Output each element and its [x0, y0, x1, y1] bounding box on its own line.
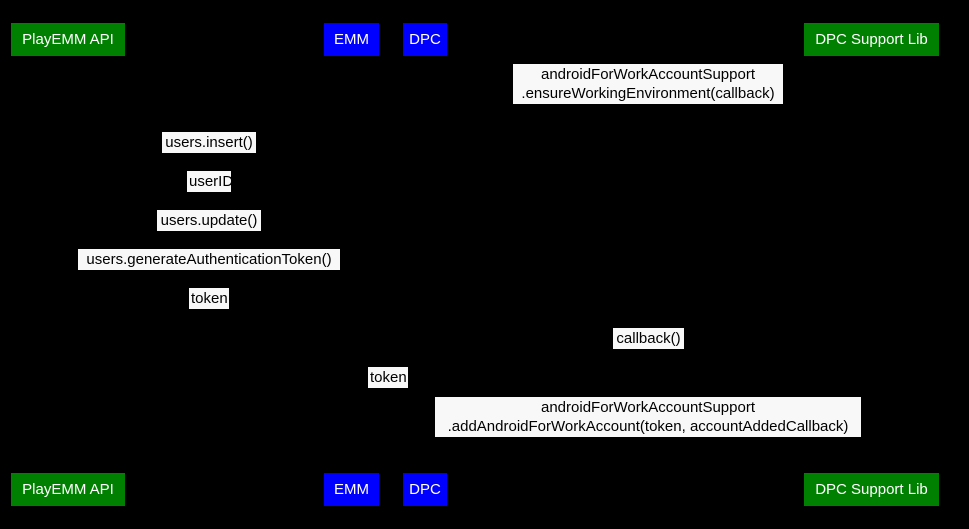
lifeline-playemm-api — [68, 56, 69, 473]
message-label-users-update: users.update() — [157, 210, 261, 231]
message-arrow-user-id — [68, 192, 351, 193]
participant-footer-playemm-api-label: PlayEMM API — [22, 481, 114, 498]
message-label-token-to-emm: token — [189, 288, 229, 309]
lifeline-dpc — [425, 56, 426, 473]
message-arrow-users-insert — [68, 153, 351, 154]
message-label-generate-authentication-token: users.generateAuthenticationToken() — [78, 249, 340, 270]
lifeline-emm — [351, 56, 352, 473]
participant-header-dpc-support-lib[interactable]: DPC Support Lib — [804, 23, 939, 56]
participant-header-dpc-support-lib-label: DPC Support Lib — [815, 31, 928, 48]
participant-footer-dpc-label: DPC — [409, 481, 441, 498]
participant-footer-dpc[interactable]: DPC — [403, 473, 447, 506]
message-arrow-ensure-working-environment — [425, 104, 871, 105]
participant-footer-playemm-api[interactable]: PlayEMM API — [11, 473, 125, 506]
message-label-users-insert: users.insert() — [162, 132, 256, 153]
participant-footer-emm[interactable]: EMM — [324, 473, 379, 506]
participant-header-dpc[interactable]: DPC — [403, 23, 447, 56]
participant-header-emm[interactable]: EMM — [324, 23, 379, 56]
message-label-add-android-for-work-account: androidForWorkAccountSupport .addAndroid… — [435, 397, 861, 437]
lifeline-dpc-support-lib — [871, 56, 872, 473]
message-arrow-token-to-emm — [68, 309, 351, 310]
message-label-token-to-dpc: token — [368, 367, 408, 388]
message-arrow-generate-authentication-token — [68, 270, 351, 271]
message-label-ensure-working-environment: androidForWorkAccountSupport .ensureWork… — [513, 64, 783, 104]
participant-header-emm-label: EMM — [334, 31, 369, 48]
message-label-user-id: userID — [187, 171, 234, 192]
participant-header-playemm-api-label: PlayEMM API — [22, 31, 114, 48]
message-label-callback: callback() — [613, 328, 684, 349]
participant-footer-dpc-support-lib[interactable]: DPC Support Lib — [804, 473, 939, 506]
participant-header-playemm-api[interactable]: PlayEMM API — [11, 23, 125, 56]
participant-footer-emm-label: EMM — [334, 481, 369, 498]
message-arrow-users-update — [68, 231, 351, 232]
message-arrow-add-android-for-work-account — [425, 437, 871, 438]
participant-footer-dpc-support-lib-label: DPC Support Lib — [815, 481, 928, 498]
message-arrow-callback — [425, 349, 871, 350]
participant-header-dpc-label: DPC — [409, 31, 441, 48]
message-arrow-token-to-dpc — [351, 388, 425, 389]
